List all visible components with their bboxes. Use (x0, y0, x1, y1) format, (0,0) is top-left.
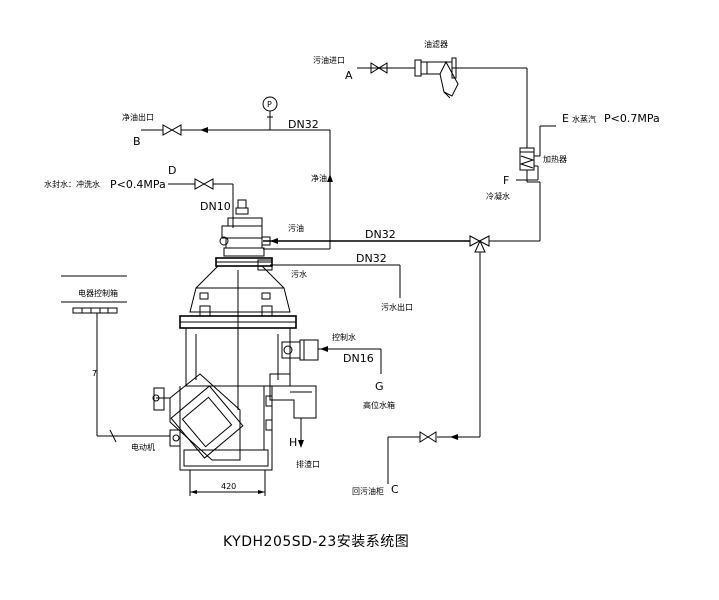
valve-d-icon (194, 178, 214, 190)
dirty-oil-inlet-line (357, 67, 528, 148)
control-box-icon (61, 275, 127, 314)
point-h-label: H (289, 436, 297, 449)
valve-a-icon (370, 62, 388, 74)
point-a-label: A (345, 69, 353, 82)
water-seal-label: 水封水：冲洗水 (44, 179, 100, 189)
dn32-top-label: DN32 (288, 118, 319, 131)
sewage-outlet-label: 污水出口 (381, 302, 413, 312)
condensate-line (516, 165, 539, 181)
sludge-outlet-label: 排渣口 (296, 459, 320, 469)
three-way-valve-icon (469, 235, 490, 256)
steam-label: 水蒸汽 (572, 114, 596, 124)
heater-label: 加热器 (543, 154, 567, 164)
dirty-tank-label: 回污油柜 (352, 486, 384, 496)
dn32-mid-label: DN32 (365, 228, 396, 241)
motor-label: 电动机 (131, 442, 155, 452)
point-d-label: D (168, 164, 176, 177)
valve-c-icon (419, 431, 437, 443)
sewage-outlet-line (270, 264, 401, 298)
control-water-label: 控制水 (332, 332, 356, 342)
sewage-label: 污水 (291, 269, 307, 279)
steam-pressure-label: P<0.7MPa (604, 112, 660, 125)
clean-oil-label: 净油 (311, 173, 327, 183)
point-g-label: G (375, 380, 384, 393)
clean-oil-outlet-label: 净油出口 (122, 112, 154, 122)
steam-line (534, 125, 556, 157)
dn16-label: DN16 (343, 352, 374, 365)
heater-icon (519, 147, 535, 182)
dimension-line (189, 470, 266, 496)
dirty-oil-inlet-label: 污油进口 (313, 55, 345, 65)
return-line (387, 256, 481, 484)
oil-filter-label: 油滤器 (424, 39, 448, 49)
sludge-outlet-line (298, 418, 304, 448)
point-c-label: C (391, 483, 399, 496)
clean-oil-outlet-line (141, 127, 333, 250)
cable-mark: 7 (92, 369, 97, 378)
diagram-title: KYDH205SD-23安装系统图 (223, 534, 409, 550)
control-box-label: 电器控制箱 (78, 288, 118, 298)
cable-line (96, 313, 170, 443)
valve-b-icon (162, 124, 182, 136)
pressure-gauge-label: P (267, 100, 272, 109)
condensate-label: 冷凝水 (486, 191, 510, 201)
separator-icon (152, 184, 319, 471)
high-tank-label: 高位水箱 (363, 400, 395, 410)
pressure-gauge-icon (262, 96, 278, 130)
point-f-label: F (503, 174, 509, 187)
oil-filter-icon (414, 57, 459, 99)
dirty-oil-label: 污油 (288, 223, 304, 233)
dn32-low-label: DN32 (356, 252, 387, 265)
dirty-oil-feed-line (263, 238, 470, 244)
point-e-label: E (562, 112, 569, 125)
dimension-label: 420 (221, 482, 236, 491)
dn10-label: DN10 (200, 200, 231, 213)
heater-to-3way-line (489, 181, 541, 242)
control-water-line (318, 346, 382, 374)
pressure-d-label: P<0.4MPa (110, 178, 166, 191)
point-b-label: B (133, 135, 141, 148)
